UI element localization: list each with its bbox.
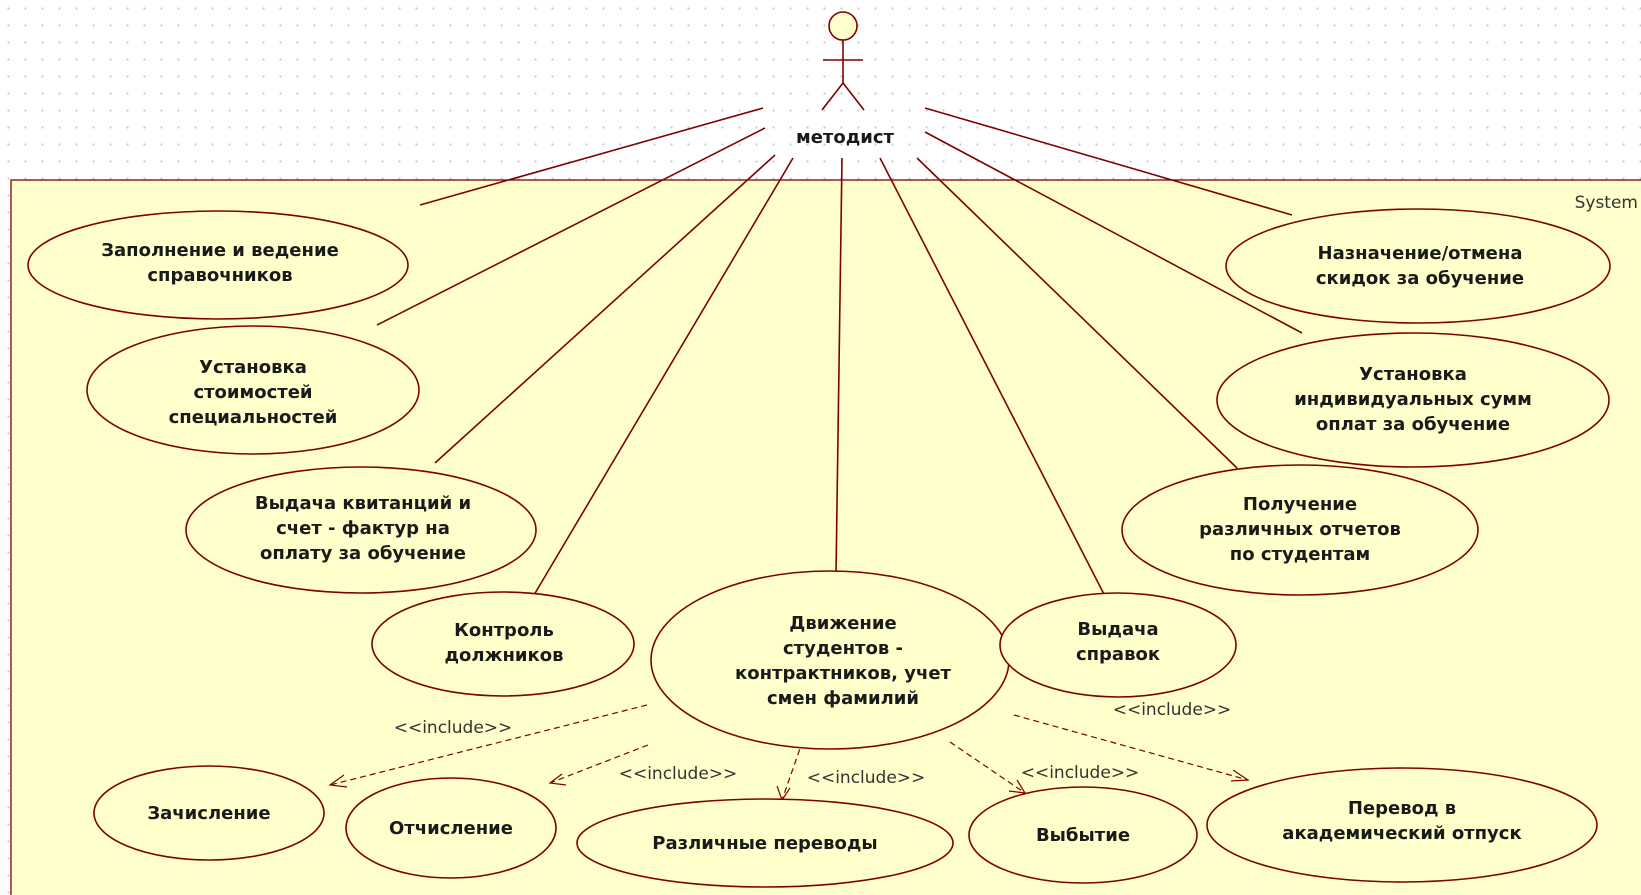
- use-case-transfers[interactable]: Различные переводы: [576, 798, 954, 888]
- svg-text:Выдача: Выдача: [1077, 619, 1158, 640]
- dep-arrowhead: [548, 773, 567, 786]
- actor-name: методист: [796, 127, 895, 148]
- use-case-expulsion[interactable]: Отчисление: [345, 777, 557, 879]
- svg-text:оплат за обучение: оплат за обучение: [1316, 414, 1510, 435]
- svg-text:студентов -: студентов -: [783, 638, 903, 659]
- stick-figure-actor-icon: [821, 11, 865, 111]
- svg-text:оплату за обучение: оплату за обучение: [260, 543, 466, 564]
- assoc-handbooks: [419, 107, 764, 206]
- svg-text:скидок за обучение: скидок за обучение: [1316, 268, 1524, 289]
- assoc-reports: [916, 157, 1238, 469]
- dep-dropout: [949, 741, 1026, 794]
- svg-text:справок: справок: [1076, 644, 1160, 665]
- svg-text:контрактников, учет: контрактников, учет: [735, 663, 952, 684]
- include-label: <<include>>: [1021, 763, 1140, 783]
- svg-text:Перевод в: Перевод в: [1348, 798, 1456, 819]
- use-case-enrollment[interactable]: Зачисление: [93, 765, 325, 861]
- svg-text:стоимостей: стоимостей: [193, 382, 312, 403]
- use-case-receipts[interactable]: Выдача квитанций и счет - фактур на опла…: [185, 466, 537, 594]
- assoc-specialty-costs: [376, 127, 766, 326]
- include-label: <<include>>: [1113, 700, 1232, 720]
- use-case-certificates[interactable]: Выдача справок: [999, 592, 1237, 698]
- actor[interactable]: методист: [796, 11, 895, 148]
- assoc-debtors: [533, 157, 794, 596]
- dep-arrowhead: [328, 774, 348, 788]
- svg-text:Различные переводы: Различные переводы: [652, 833, 877, 854]
- svg-text:справочников: справочников: [147, 265, 292, 286]
- svg-text:различных отчетов: различных отчетов: [1199, 519, 1401, 540]
- use-case-academic-leave[interactable]: Перевод в академический отпуск: [1206, 767, 1598, 883]
- use-case-handbooks[interactable]: Заполнение и ведение справочников: [27, 210, 409, 320]
- dep-enrollment: [329, 704, 648, 786]
- dep-academic-leave: [1013, 714, 1249, 781]
- use-case-reports[interactable]: Получение различных отчетов по студентам: [1121, 464, 1479, 596]
- svg-text:Движение: Движение: [789, 613, 896, 634]
- use-case-movement[interactable]: Движение студентов - контрактников, учет…: [650, 570, 1010, 750]
- include-label: <<include>>: [394, 718, 513, 738]
- svg-text:Установка: Установка: [1359, 364, 1467, 385]
- include-label: <<include>>: [619, 764, 738, 784]
- svg-text:Контроль: Контроль: [454, 620, 554, 641]
- assoc-receipts: [434, 154, 776, 464]
- svg-text:Зачисление: Зачисление: [147, 803, 270, 824]
- assoc-certificates: [879, 157, 1108, 601]
- dep-expulsion: [549, 744, 649, 784]
- svg-text:должников: должников: [444, 645, 563, 666]
- assoc-discounts: [924, 107, 1293, 216]
- assoc-individual-sums: [924, 131, 1303, 334]
- svg-text:счет - фактур на: счет - фактур на: [276, 518, 450, 539]
- svg-text:Выдача квитанций и: Выдача квитанций и: [255, 493, 471, 514]
- svg-text:Выбытие: Выбытие: [1036, 825, 1130, 846]
- assoc-movement: [835, 157, 843, 576]
- svg-text:индивидуальных сумм: индивидуальных сумм: [1294, 389, 1532, 410]
- svg-text:Установка: Установка: [199, 357, 307, 378]
- svg-text:Отчисление: Отчисление: [389, 818, 513, 839]
- svg-text:по студентам: по студентам: [1230, 544, 1370, 565]
- svg-text:смен фамилий: смен фамилий: [767, 688, 919, 709]
- use-case-individual-sums[interactable]: Установка индивидуальных сумм оплат за о…: [1216, 332, 1610, 468]
- use-case-specialty-costs[interactable]: Установка стоимостей специальностей: [86, 325, 420, 455]
- svg-text:специальностей: специальностей: [169, 407, 338, 428]
- dep-arrowhead: [1230, 769, 1250, 782]
- include-label: <<include>>: [807, 768, 926, 788]
- use-case-discounts[interactable]: Назначение/отмена скидок за обучение: [1225, 208, 1611, 324]
- svg-text:Назначение/отмена: Назначение/отмена: [1318, 243, 1523, 264]
- use-case-debtors[interactable]: Контроль должников: [371, 591, 635, 697]
- svg-text:академический отпуск: академический отпуск: [1282, 823, 1521, 844]
- associations: [376, 107, 1303, 601]
- svg-text:Заполнение и ведение: Заполнение и ведение: [101, 240, 339, 261]
- system-label: System: [1575, 193, 1638, 213]
- dep-transfers: [781, 739, 804, 801]
- svg-text:Получение: Получение: [1243, 494, 1357, 515]
- use-case-dropout[interactable]: Выбытие: [968, 786, 1198, 884]
